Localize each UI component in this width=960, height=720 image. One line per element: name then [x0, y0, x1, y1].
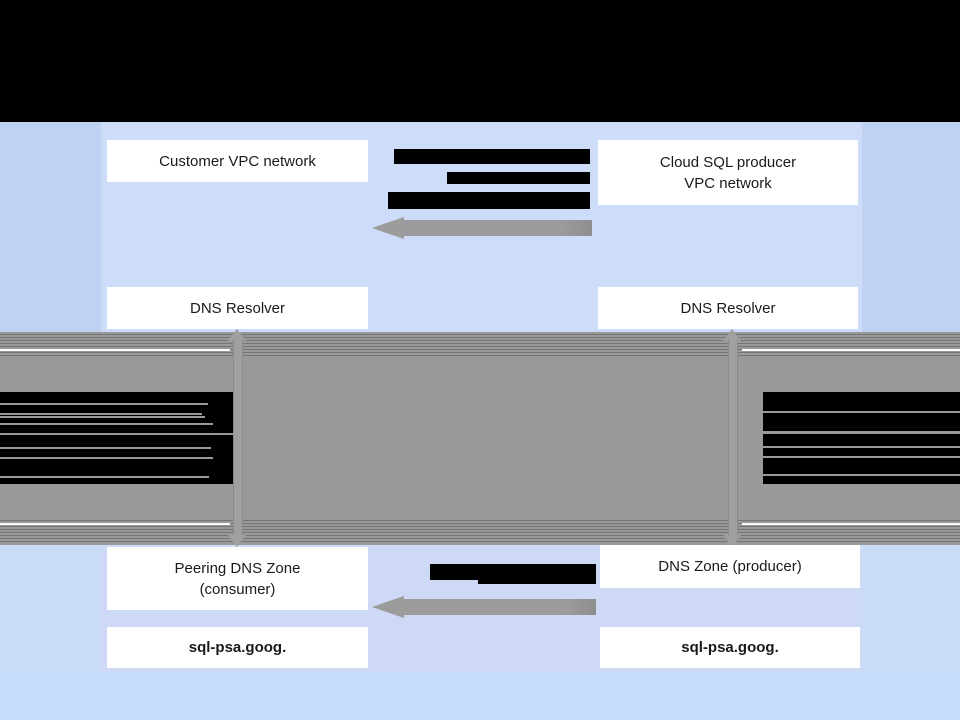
dns-resolver-left-box: DNS Resolver	[107, 287, 368, 329]
producer-dns-zone-label: DNS Zone (producer)	[658, 558, 802, 575]
domain-left-label: sql-psa.goog.	[188, 639, 287, 656]
upper-outer-background-left	[0, 122, 101, 332]
redacted-text-band-left-block	[0, 392, 236, 484]
redacted-text-lower-line1	[430, 564, 596, 580]
redacted-text-upper-line3	[388, 192, 590, 209]
producer-dns-zone-box: DNS Zone (producer)	[600, 545, 860, 588]
band-white-line-bottom-right	[742, 523, 960, 525]
band-white-line-bottom-left	[0, 523, 230, 525]
vertical-arrow-left-shaft	[233, 339, 243, 537]
redacted-text-upper-line2	[447, 172, 590, 184]
gray-band-top-stripes	[0, 334, 960, 357]
band-white-line-top-left	[0, 349, 230, 351]
producer-vpc-label-line1: Cloud SQL producer	[659, 153, 797, 171]
lower-left-arrow-icon	[372, 596, 596, 618]
domain-left-box: sql-psa.goog.	[107, 627, 368, 668]
redacted-text-band-right-block	[763, 392, 960, 484]
domain-right-box: sql-psa.goog.	[600, 627, 860, 668]
vertical-arrow-left-icon	[228, 329, 246, 547]
band-white-line-top-right	[742, 349, 960, 351]
vertical-arrow-left-top-head	[228, 329, 246, 341]
lower-left-arrow-shaft	[400, 599, 596, 615]
redacted-text-lower-line1-tail	[478, 580, 596, 584]
lower-outer-background-left	[0, 545, 101, 672]
peering-dns-zone-label-line1: Peering DNS Zone	[174, 559, 301, 577]
vertical-arrow-right-icon	[723, 329, 741, 547]
lower-outer-background-right	[862, 545, 960, 672]
dns-resolver-right-box: DNS Resolver	[598, 287, 858, 329]
upper-left-arrowhead-icon	[372, 217, 404, 239]
lower-left-arrowhead-icon	[372, 596, 404, 618]
producer-vpc-label-line2: VPC network	[684, 174, 772, 192]
vertical-arrow-left-bottom-head	[228, 535, 246, 547]
producer-vpc-box: Cloud SQL producer VPC network	[598, 140, 858, 205]
vertical-arrow-right-bottom-head	[723, 535, 741, 547]
peering-dns-zone-box: Peering DNS Zone (consumer)	[107, 547, 368, 610]
redacted-text-upper-line1	[394, 149, 590, 164]
customer-vpc-box: Customer VPC network	[107, 140, 368, 182]
upper-left-arrow-icon	[372, 217, 592, 239]
vertical-arrow-right-top-head	[723, 329, 741, 341]
bottom-background-strip	[0, 672, 960, 720]
customer-vpc-label: Customer VPC network	[159, 152, 316, 170]
vertical-arrow-right-shaft	[728, 339, 738, 537]
peering-dns-zone-label-line2: (consumer)	[199, 580, 276, 598]
dns-resolver-left-label: DNS Resolver	[189, 299, 286, 317]
upper-outer-background-right	[862, 122, 960, 332]
dns-resolver-right-label: DNS Resolver	[680, 299, 776, 317]
redacted-header-bar	[0, 0, 960, 122]
domain-right-label: sql-psa.goog.	[681, 639, 779, 656]
upper-left-arrow-shaft	[400, 220, 592, 236]
